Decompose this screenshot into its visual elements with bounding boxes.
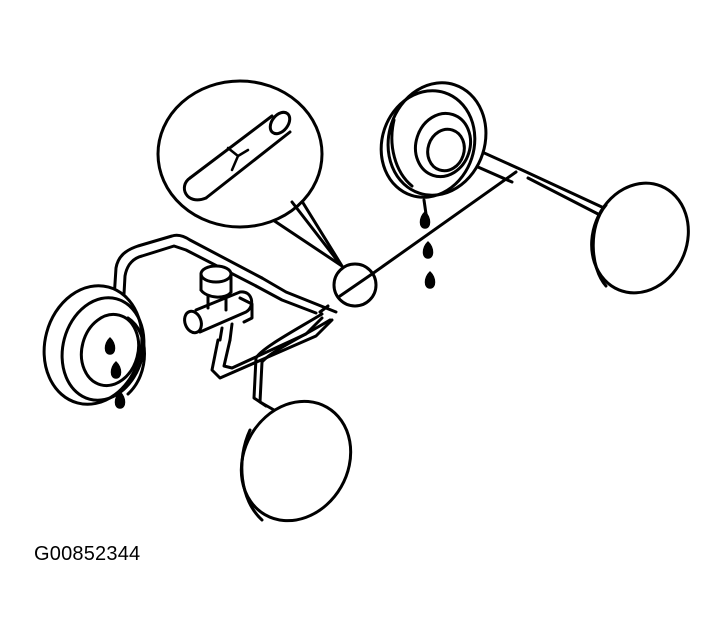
figure-id-label: G00852344 [34,543,141,565]
fluid-drop-icon [419,211,431,229]
brake-lines [110,170,518,412]
right-front-wheel [239,399,353,523]
fluid-drop-icon [110,361,122,379]
left-rear-wheel [379,81,488,199]
master-cylinder [183,264,254,342]
fluid-drops-left-front [104,337,126,409]
cracked-brake-line-detail [183,110,292,202]
right-rear-wheel [590,181,690,295]
fluid-drop-icon [114,391,126,409]
leak-location-marker [332,262,378,308]
fluid-drop-icon [104,337,116,355]
left-front-wheel [42,284,146,406]
fluid-drop-icon [422,241,434,259]
fluid-drops-rear [419,211,436,289]
fluid-drop-icon [424,271,436,289]
